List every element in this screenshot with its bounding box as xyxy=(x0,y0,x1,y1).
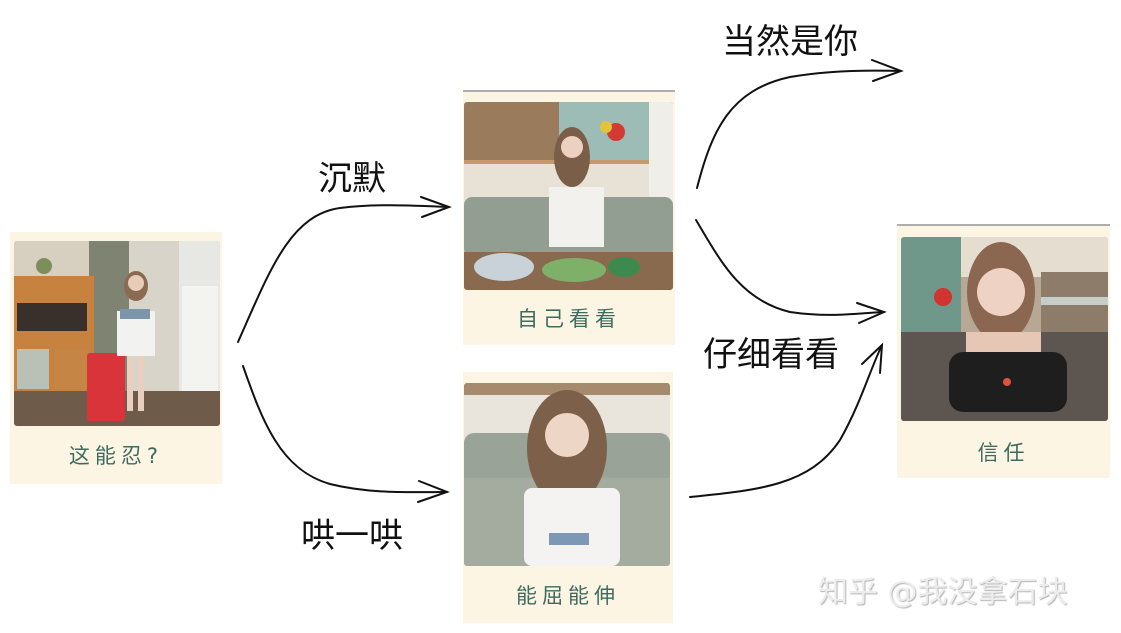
node-card-silence: 自己看看 xyxy=(463,90,675,345)
edge-label-silence: 沉默 xyxy=(318,159,386,199)
arrow-look-carefully xyxy=(695,219,885,316)
node-photo-trust xyxy=(901,237,1108,421)
node-card-trust: 信任 xyxy=(897,224,1110,478)
node-photo-silence xyxy=(464,102,673,290)
arrow-of-course-you xyxy=(696,69,902,189)
card-top-edge xyxy=(897,224,1110,226)
arrow-silence xyxy=(237,204,450,343)
node-photo-start xyxy=(14,241,220,426)
watermark: 知乎 @我没拿石块 xyxy=(818,575,1068,610)
arrow-coax xyxy=(242,365,448,494)
arrow-coax-to-trust xyxy=(689,344,883,498)
node-caption-silence: 自己看看 xyxy=(517,307,621,331)
node-photo-coax xyxy=(464,383,670,566)
node-caption-start: 这能忍? xyxy=(68,444,164,468)
edge-label-look-carefully: 仔细看看 xyxy=(703,335,839,375)
node-caption-trust: 信任 xyxy=(977,441,1030,465)
node-card-coax: 能屈能伸 xyxy=(463,372,673,623)
edge-label-coax: 哄一哄 xyxy=(301,516,403,556)
edge-label-of-course-you: 当然是你 xyxy=(722,22,858,62)
node-card-start: 这能忍? xyxy=(10,232,222,484)
card-top-edge xyxy=(463,90,675,92)
node-caption-coax: 能屈能伸 xyxy=(516,584,620,608)
